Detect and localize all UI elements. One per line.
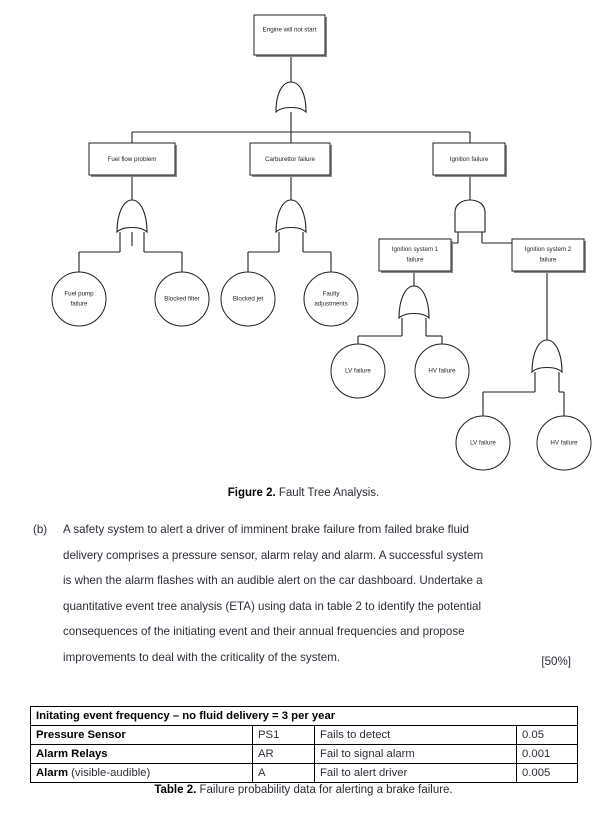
node-lv-failure-2: LV failure xyxy=(455,415,511,471)
figure-caption-label: Figure 2. xyxy=(227,487,276,499)
node-hv-failure-1: HV failure xyxy=(414,343,470,399)
question-line: delivery comprises a pressure sensor, al… xyxy=(33,543,578,569)
node-top-event: Engine will not start xyxy=(253,14,327,57)
question-line-4: quantitative event tree analysis (ETA) u… xyxy=(63,599,482,613)
svg-text:failure: failure xyxy=(71,301,88,308)
table-row: Alarm (visible-audible) A Fail to alert … xyxy=(30,763,578,783)
svg-text:HV failure: HV failure xyxy=(428,368,456,375)
table-row: Pressure Sensor PS1 Fails to detect 0.05 xyxy=(30,725,578,745)
table-row: Alarm Relays AR Fail to signal alarm 0.0… xyxy=(30,744,578,764)
cell-component-code: A xyxy=(252,763,315,783)
svg-text:LV failure: LV failure xyxy=(470,440,496,447)
svg-text:failure: failure xyxy=(407,257,424,264)
table-caption-label: Table 2. xyxy=(154,784,197,796)
svg-text:Blocked filter: Blocked filter xyxy=(164,296,199,303)
svg-text:LV failure: LV failure xyxy=(345,368,371,375)
component-name-bold: Pressure Sensor xyxy=(36,729,126,741)
svg-text:Fuel flow problem: Fuel flow problem xyxy=(108,156,157,163)
table-caption-text: Failure probability data for alerting a … xyxy=(196,784,453,796)
svg-text:Engine will not start: Engine will not start xyxy=(263,27,317,34)
gate-or-carburettor xyxy=(275,199,307,234)
question-line: improvements to deal with the criticalit… xyxy=(33,645,578,671)
svg-text:Fuel pump: Fuel pump xyxy=(64,291,94,298)
table-caption: Table 2. Failure probability data for al… xyxy=(0,784,607,796)
cell-probability: 0.001 xyxy=(516,744,578,764)
question-line-3: is when the alarm flashes with an audibl… xyxy=(63,574,483,587)
cell-component-name: Alarm Relays xyxy=(30,744,253,764)
fault-tree-diagram: Engine will not start Fuel flow problem … xyxy=(51,14,592,471)
cell-probability: 0.05 xyxy=(516,725,578,745)
svg-text:HV failure: HV failure xyxy=(550,440,578,447)
node-fuel-flow-problem: Fuel flow problem xyxy=(88,142,177,177)
table-header-cell: Initating event frequency – no fluid del… xyxy=(30,706,578,726)
node-lv-failure-1: LV failure xyxy=(330,343,386,399)
gate-or-ignition-system-1 xyxy=(398,285,430,320)
svg-text:Ignition system 1: Ignition system 1 xyxy=(392,246,439,253)
gate-and-ignition xyxy=(454,199,486,233)
node-hv-failure-2: HV failure xyxy=(536,415,592,471)
component-name-bold: Alarm Relays xyxy=(36,748,108,760)
gate-or-fuel-flow xyxy=(116,199,148,234)
svg-text:adjustments: adjustments xyxy=(314,301,347,308)
node-ignition-system-2-failure: Ignition system 2 failure xyxy=(511,238,586,273)
cell-component-name: Alarm (visible-audible) xyxy=(30,763,253,783)
table-2-wrapper: Initating event frequency – no fluid del… xyxy=(30,706,578,783)
table-header-row: Initating event frequency – no fluid del… xyxy=(30,706,578,726)
component-name-extra: (visible-audible) xyxy=(68,767,151,779)
cell-failure-mode: Fails to detect xyxy=(314,725,517,745)
node-ignition-system-1-failure: Ignition system 1 failure xyxy=(378,238,453,273)
cell-failure-mode: Fail to signal alarm xyxy=(314,744,517,764)
question-line: quantitative event tree analysis (ETA) u… xyxy=(33,594,578,620)
gate-or-top-event xyxy=(275,81,307,114)
question-line: is when the alarm flashes with an audibl… xyxy=(33,568,578,594)
question-line-5: consequences of the initiating event and… xyxy=(63,625,465,638)
cell-component-name: Pressure Sensor xyxy=(30,725,253,745)
node-carburettor-failure: Carburettor failure xyxy=(249,142,332,177)
component-name-bold: Alarm xyxy=(36,767,69,779)
node-faulty-adjustments: Faulty adjustments xyxy=(303,271,359,327)
question-marker: (b) xyxy=(33,523,48,536)
question-line-6: improvements to deal with the criticalit… xyxy=(63,650,341,664)
svg-text:failure: failure xyxy=(540,257,557,264)
node-fuel-pump-failure: Fuel pump failure xyxy=(51,271,107,327)
svg-text:Carburettor failure: Carburettor failure xyxy=(265,156,315,163)
cell-component-code: PS1 xyxy=(252,725,315,745)
gate-or-ignition-system-2 xyxy=(531,339,563,374)
question-line-2: delivery comprises a pressure sensor, al… xyxy=(63,548,484,562)
cell-probability: 0.005 xyxy=(516,763,578,783)
svg-text:Blocked jet: Blocked jet xyxy=(233,296,264,303)
svg-text:Ignition failure: Ignition failure xyxy=(450,156,489,163)
failure-probability-table: Initating event frequency – no fluid del… xyxy=(30,706,578,783)
question-line: consequences of the initiating event and… xyxy=(33,619,578,645)
cell-component-code: AR xyxy=(252,744,315,764)
node-ignition-failure: Ignition failure xyxy=(432,142,507,177)
svg-text:Faulty: Faulty xyxy=(323,291,341,298)
figure-caption-text: Fault Tree Analysis. xyxy=(275,487,380,499)
marks-allocation: [50%] xyxy=(541,655,571,668)
node-blocked-filter: Blocked filter xyxy=(154,271,210,327)
question-b: (b) A safety system to alert a driver of… xyxy=(33,517,578,670)
figure-caption: Figure 2. Fault Tree Analysis. xyxy=(0,487,607,499)
cell-failure-mode: Fail to alert driver xyxy=(314,763,517,783)
svg-text:Ignition system 2: Ignition system 2 xyxy=(525,246,572,253)
question-line-1: A safety system to alert a driver of imm… xyxy=(63,523,469,536)
question-line: (b) A safety system to alert a driver of… xyxy=(33,517,578,543)
tree-connectors xyxy=(78,56,565,417)
node-blocked-jet: Blocked jet xyxy=(220,271,276,327)
